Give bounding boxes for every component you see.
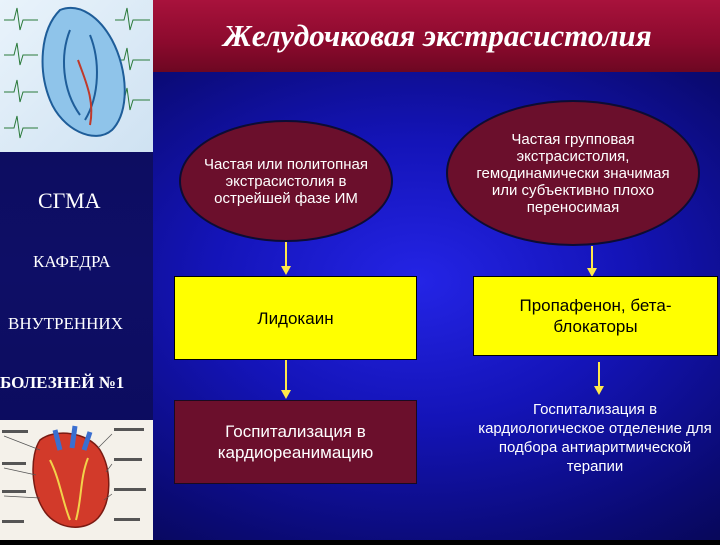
arrowhead-right-1 (587, 268, 597, 277)
condition-oval-right: Частая групповая экстрасистолия, гемодин… (446, 100, 700, 246)
treatment-box-left: Лидокаин (174, 276, 417, 360)
arrowhead-left-1 (281, 266, 291, 275)
heart-ecg-illustration (0, 0, 153, 152)
treatment-right-text: Пропафенон, бета-блокаторы (519, 296, 672, 336)
arrow-left-1 (285, 242, 287, 268)
condition-left-text: Частая или политопная экстрасистолия в о… (203, 155, 369, 207)
action-right-text: Госпитализация в кардиологическое отделе… (478, 401, 712, 475)
arrow-left-2 (285, 360, 287, 392)
department-label-line2: ВНУТРЕННИХ (8, 314, 123, 333)
slide-title: Желудочковая экстрасистолия (223, 18, 652, 53)
treatment-box-right: Пропафенон, бета-блокаторы (473, 276, 718, 356)
arrow-right-2 (598, 362, 600, 388)
arrow-right-1 (591, 246, 593, 270)
department-label-line3: БОЛЕЗНЕЙ №1 (0, 373, 125, 392)
org-label: СГМА (38, 188, 101, 213)
action-text-right: Госпитализация в кардиологическое отделе… (472, 400, 718, 476)
heart-anatomy-illustration (0, 420, 153, 540)
arrowhead-right-2 (594, 386, 604, 395)
department-label-line1: КАФЕДРА (33, 252, 111, 271)
condition-oval-left: Частая или политопная экстрасистолия в о… (179, 120, 393, 242)
title-bar (153, 0, 720, 72)
treatment-left-text: Лидокаин (257, 308, 334, 328)
condition-right-text: Частая групповая экстрасистолия, гемодин… (476, 130, 670, 216)
arrowhead-left-2 (281, 390, 291, 399)
action-box-left: Госпитализация в кардиореанимацию (174, 400, 417, 484)
action-left-text: Госпитализация в кардиореанимацию (217, 422, 374, 462)
